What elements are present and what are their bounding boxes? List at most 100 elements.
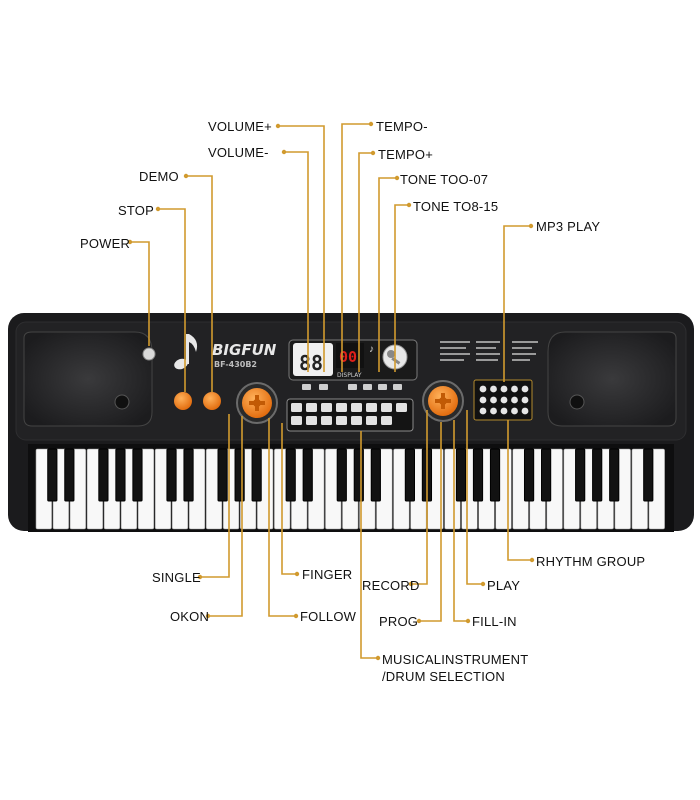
instrument-button xyxy=(291,403,302,412)
black-key xyxy=(541,448,552,502)
leader-line xyxy=(378,177,397,372)
label-stop: STOP xyxy=(118,203,154,218)
leader-dot xyxy=(465,618,471,624)
label-power: POWER xyxy=(80,236,131,251)
rhythm-button xyxy=(521,385,529,393)
leader-line xyxy=(130,241,150,346)
leader-line xyxy=(466,410,483,585)
rhythm-button xyxy=(511,385,518,393)
leader-dot xyxy=(406,202,412,208)
leader-dot xyxy=(394,175,400,181)
leader-dot xyxy=(293,613,299,619)
leader-line xyxy=(208,416,243,617)
leader-line xyxy=(394,204,409,372)
label-prog: PROG xyxy=(379,614,419,629)
black-key xyxy=(64,448,75,502)
leader-dot xyxy=(408,581,414,587)
leader-line xyxy=(278,125,325,372)
instrument-button xyxy=(291,416,302,425)
rhythm-button xyxy=(500,385,508,393)
black-key xyxy=(404,448,415,502)
brand-logo: BIGFUN xyxy=(212,341,277,359)
black-key xyxy=(575,448,586,502)
tone-list-print xyxy=(440,341,538,361)
leader-line xyxy=(507,420,532,561)
rhythm-button xyxy=(521,407,529,415)
black-key xyxy=(47,448,58,502)
black-key xyxy=(234,448,245,502)
black-key xyxy=(370,448,381,502)
leader-line xyxy=(358,152,373,372)
label-tempo-up: TEMPO+ xyxy=(378,147,434,162)
leader-dot xyxy=(205,613,211,619)
leader-dot xyxy=(528,223,534,229)
black-key xyxy=(592,448,603,502)
black-key xyxy=(455,448,467,502)
rhythm-button xyxy=(511,396,518,404)
instrument-button-panel xyxy=(286,398,414,432)
rhythm-button xyxy=(490,396,497,404)
leader-line xyxy=(453,420,468,622)
leader-line xyxy=(281,423,297,575)
instrument-buttons xyxy=(291,403,407,425)
black-key xyxy=(489,448,501,502)
record-dial xyxy=(422,380,464,422)
label-musical-instrument: MUSICALINSTRUMENT /DRUM SELECTION xyxy=(382,652,529,684)
display-caption: DISPLAY xyxy=(337,372,362,379)
rhythm-button xyxy=(511,407,518,415)
rhythm-button xyxy=(479,407,487,415)
label-mp3-play: MP3 PLAY xyxy=(536,219,601,234)
label-tempo-down: TEMPO- xyxy=(376,119,428,134)
leader-dot xyxy=(370,150,376,156)
instrument-button xyxy=(306,416,317,425)
black-key xyxy=(472,448,484,502)
leader-line xyxy=(419,422,442,622)
black-key xyxy=(336,448,347,502)
leader-line xyxy=(360,431,378,659)
black-key xyxy=(251,448,262,502)
label-volume-down: VOLUME- xyxy=(208,145,269,160)
speaker-right xyxy=(547,331,677,427)
leader-line xyxy=(341,123,371,372)
rhythm-mode-dial xyxy=(236,382,278,424)
leader-dot xyxy=(368,121,374,127)
rhythm-button xyxy=(479,385,487,393)
speaker-left xyxy=(23,331,153,427)
instrument-button xyxy=(396,403,407,412)
leader-line xyxy=(411,410,428,585)
leader-lines xyxy=(127,121,535,661)
label-fill-in: FILL-IN xyxy=(472,614,517,629)
rhythm-button xyxy=(521,396,529,404)
instrument-button xyxy=(336,416,347,425)
leader-line xyxy=(284,151,309,372)
black-key xyxy=(523,448,535,502)
label-rhythm-group: RHYTHM GROUP xyxy=(536,554,646,569)
small-control-buttons xyxy=(302,384,402,390)
demo-button xyxy=(203,392,221,410)
black-key xyxy=(609,448,620,502)
instrument-button xyxy=(321,403,332,412)
black-key xyxy=(166,448,177,502)
label-volume-up: VOLUME+ xyxy=(208,119,272,134)
instrument-button xyxy=(381,403,392,412)
svg-text:♪: ♪ xyxy=(369,344,374,355)
lcd-digits: 88 xyxy=(299,351,323,375)
black-key xyxy=(643,448,654,502)
leader-line xyxy=(186,175,213,392)
rhythm-button xyxy=(500,396,508,404)
label-follow: FOLLOW xyxy=(300,609,357,624)
leader-dot xyxy=(197,574,203,580)
lcd-display xyxy=(293,343,333,376)
instrument-button xyxy=(351,416,362,425)
leader-line xyxy=(503,225,531,382)
led-digits: 00 xyxy=(339,348,357,366)
leader-line xyxy=(158,208,186,392)
label-play: PLAY xyxy=(487,578,521,593)
leader-line xyxy=(200,414,230,578)
rhythm-button xyxy=(490,385,497,393)
rhythm-buttons xyxy=(479,385,529,415)
black-key xyxy=(115,448,126,502)
power-button xyxy=(142,347,156,361)
